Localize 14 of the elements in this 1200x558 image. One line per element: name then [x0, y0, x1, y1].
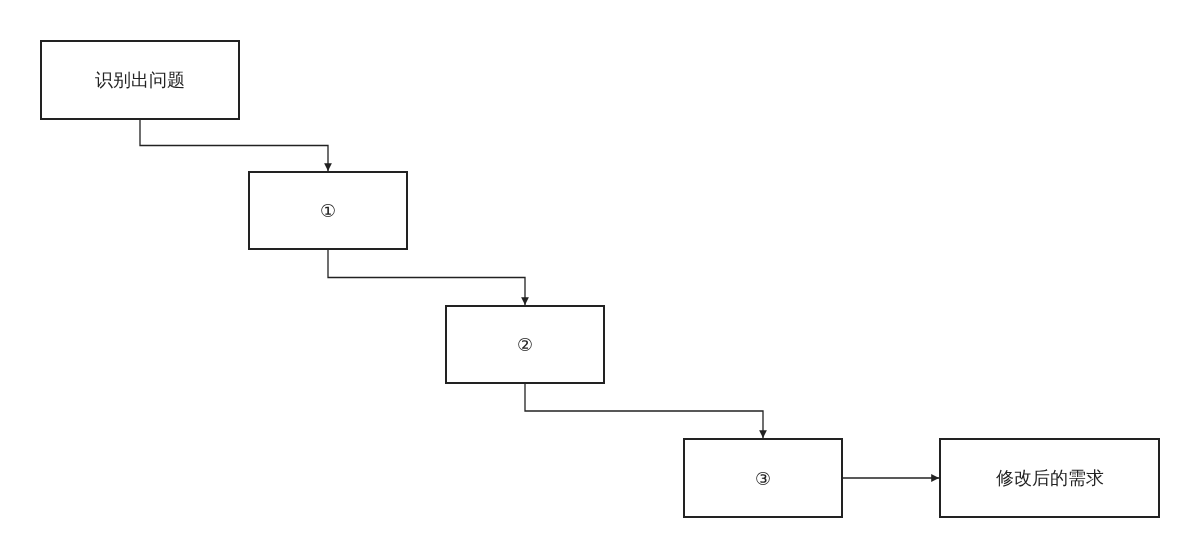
process-box — [683, 438, 843, 518]
process-box — [445, 305, 605, 384]
box-label: ② — [516, 334, 534, 355]
box-label: 识别出问题 — [95, 68, 185, 92]
arrow — [327, 249, 529, 306]
box-label: ① — [319, 200, 337, 221]
box-label: ③ — [754, 467, 772, 489]
arrow — [842, 474, 940, 482]
arrow — [139, 119, 332, 172]
process-box — [939, 438, 1160, 518]
process-box — [248, 171, 408, 250]
arrow — [524, 383, 767, 439]
box-label: 修改后的需求 — [995, 466, 1104, 490]
process-box — [40, 40, 240, 120]
